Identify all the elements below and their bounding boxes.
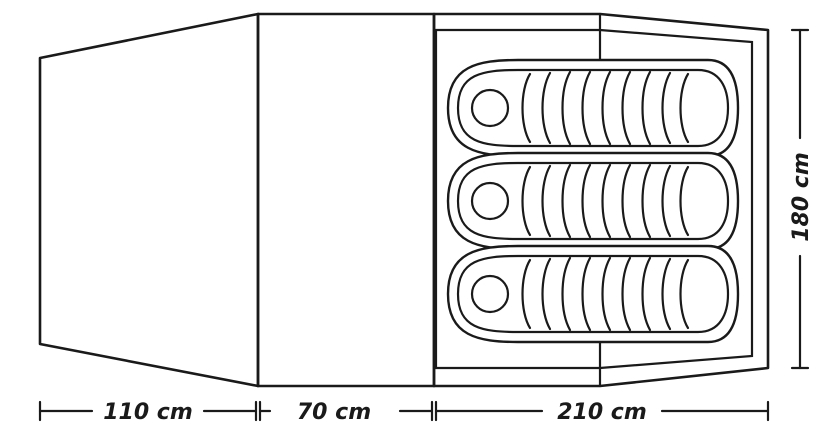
- entry-area: [256, 12, 436, 388]
- dimension-entry: 70 cm: [254, 400, 434, 425]
- sleeping-bag-top: [446, 58, 740, 158]
- dimension-vestibule: 110 cm: [38, 400, 258, 425]
- dimension-label-vestibule: 110 cm: [103, 400, 193, 425]
- dimension-sleeping-length: 210 cm: [430, 400, 770, 425]
- dimension-label-sleeping-width: 180 cm: [789, 152, 814, 242]
- vestibule-area: [38, 12, 260, 388]
- sleeping-bag-middle: [446, 151, 740, 251]
- dimension-sleeping-width: 180 cm: [789, 28, 814, 370]
- sleeping-bag-bottom: [446, 244, 740, 344]
- dimension-label-sleeping-length: 210 cm: [557, 400, 647, 425]
- dimension-label-entry: 70 cm: [297, 400, 371, 425]
